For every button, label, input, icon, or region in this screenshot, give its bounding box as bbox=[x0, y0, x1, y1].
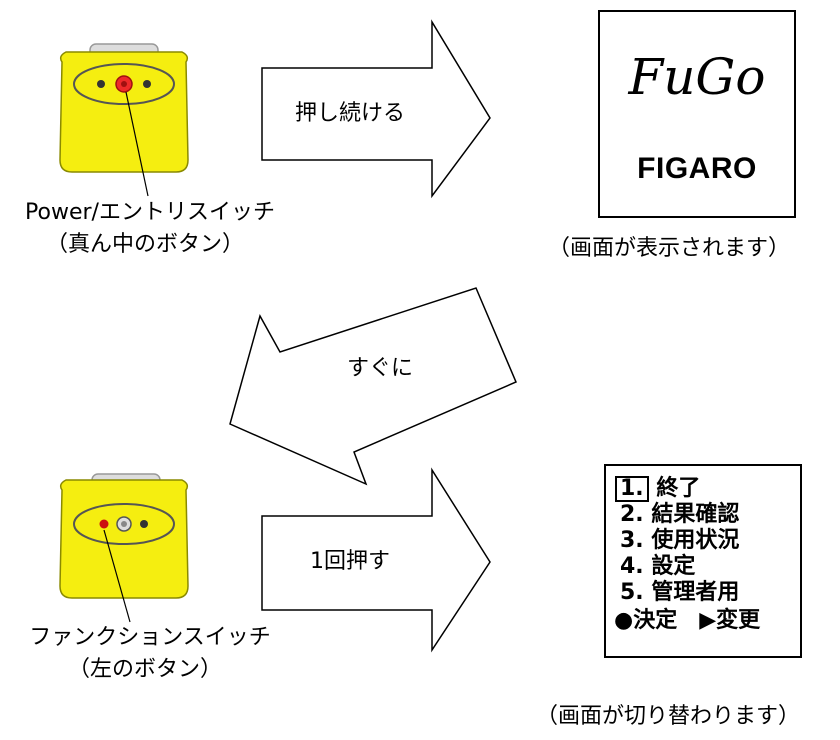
menu-item-usage: 3. 使用状況 bbox=[620, 528, 740, 553]
function-switch-caption: ファンクションスイッチ bbox=[29, 625, 271, 650]
arrow-step1-shape bbox=[261, 19, 491, 199]
function-leader-line bbox=[103, 529, 131, 623]
splash-screen: FuGo FIGARO bbox=[598, 10, 796, 218]
menu-item-settings: 4. 設定 bbox=[620, 554, 696, 579]
fugo-logo: FuGo bbox=[628, 48, 766, 106]
menu-item-results: 2. 結果確認 bbox=[620, 502, 740, 527]
power-leader-line bbox=[125, 91, 149, 197]
arrow-step2-shape bbox=[229, 287, 517, 486]
device-top-illustration bbox=[59, 43, 189, 173]
menu-selection-cursor: 1. bbox=[615, 476, 649, 502]
arrow-step3-shape bbox=[261, 467, 491, 653]
menu-screen: 1. 終了 2. 結果確認 3. 使用状況 4. 設定 5. 管理者用 ●決定 … bbox=[604, 464, 802, 658]
splash-caption: （画面が表示されます） bbox=[548, 236, 791, 261]
arrow-step1-label: 押し続ける bbox=[294, 101, 405, 126]
arrow-step3-label: 1回押す bbox=[310, 549, 390, 574]
function-button-icon bbox=[99, 519, 109, 529]
menu-item-admin: 5. 管理者用 bbox=[620, 580, 740, 605]
figaro-logo: FIGARO bbox=[637, 152, 757, 185]
power-switch-note: （真ん中のボタン） bbox=[45, 232, 244, 257]
arrow-step2-label: すぐに bbox=[346, 356, 413, 381]
power-switch-caption: Power/エントリスイッチ bbox=[25, 200, 275, 225]
function-switch-note: （左のボタン） bbox=[67, 657, 222, 682]
menu-item-end: 1. 終了 bbox=[615, 476, 800, 502]
menu-caption: （画面が切り替わります） bbox=[536, 704, 801, 729]
device-bottom-illustration bbox=[59, 473, 189, 599]
menu-footer-controls: ●決定 ▶変更 bbox=[614, 608, 761, 633]
